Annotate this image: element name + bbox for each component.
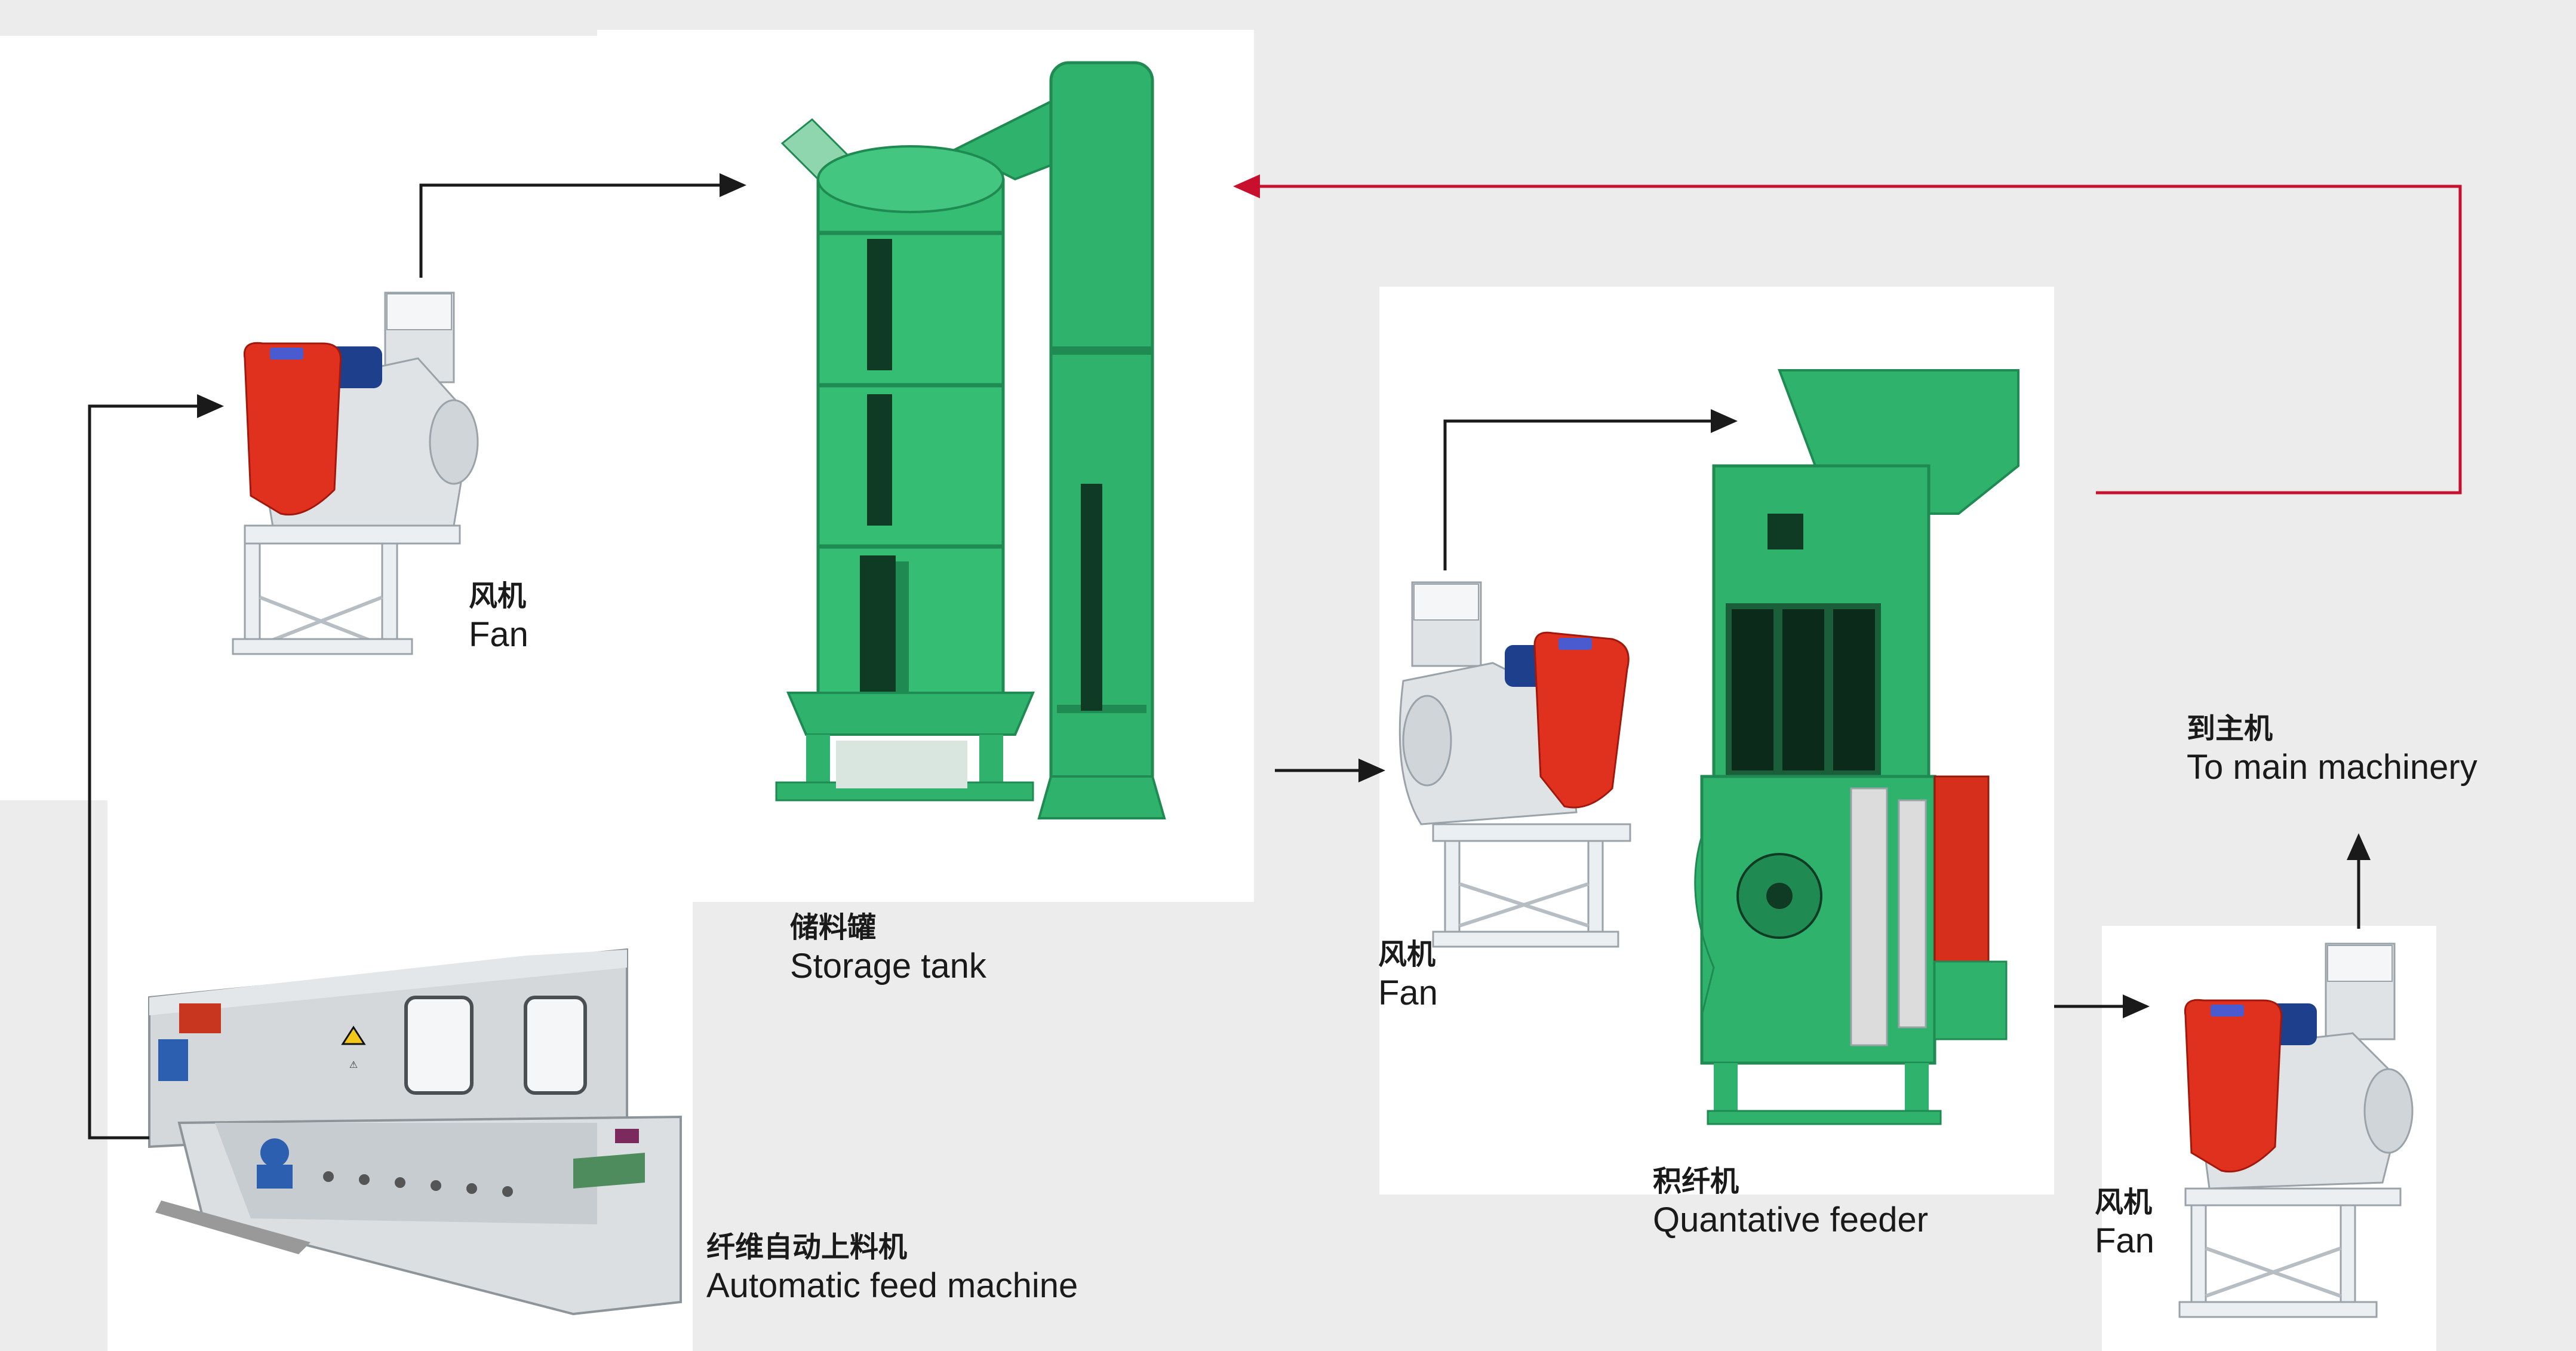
label-fan-1: 风机 Fan [469,579,528,655]
label-to-main-machinery: 到主机 To main machinery [2187,712,2477,788]
label-fan-3: 风机 Fan [2095,1186,2154,1261]
fan-1-illustration [233,293,478,654]
automatic-feed-machine-illustration: ⚠ [149,950,681,1314]
quantative-feeder-illustration [1695,370,2018,1124]
label-quantative-feeder: 积纤机 Quantative feeder [1653,1165,1928,1241]
label-storage-tank-zh: 储料罐 [790,911,986,945]
fan-3-illustration [2180,944,2412,1317]
label-to-main-machinery-zh: 到主机 [2187,712,2477,747]
arrow-fan-2-to-feeder [1445,421,1735,570]
label-storage-tank-en: Storage tank [790,945,986,987]
label-automatic-feed-machine: 纤维自动上料机 Automatic feed machine [706,1230,1078,1306]
label-fan-3-zh: 风机 [2095,1186,2154,1220]
label-fan-2-zh: 风机 [1378,938,1438,972]
label-fan-1-zh: 风机 [469,579,528,614]
fan-2-illustration [1400,582,1630,947]
label-quantative-feeder-en: Quantative feeder [1653,1199,1928,1241]
label-fan-2: 风机 Fan [1378,938,1438,1014]
arrow-fan-1-to-storage-tank [421,185,743,278]
label-fan-2-en: Fan [1378,972,1438,1014]
label-fan-3-en: Fan [2095,1220,2154,1262]
label-to-main-machinery-en: To main machinery [2187,747,2477,788]
label-automatic-feed-machine-zh: 纤维自动上料机 [706,1230,1078,1265]
label-automatic-feed-machine-en: Automatic feed machine [706,1265,1078,1307]
label-quantative-feeder-zh: 积纤机 [1653,1165,1928,1199]
warning-sign-icon: ⚠ [349,1059,358,1070]
label-storage-tank: 储料罐 Storage tank [790,911,986,987]
storage-tank-illustration [776,63,1164,818]
label-fan-1-en: Fan [469,614,528,656]
